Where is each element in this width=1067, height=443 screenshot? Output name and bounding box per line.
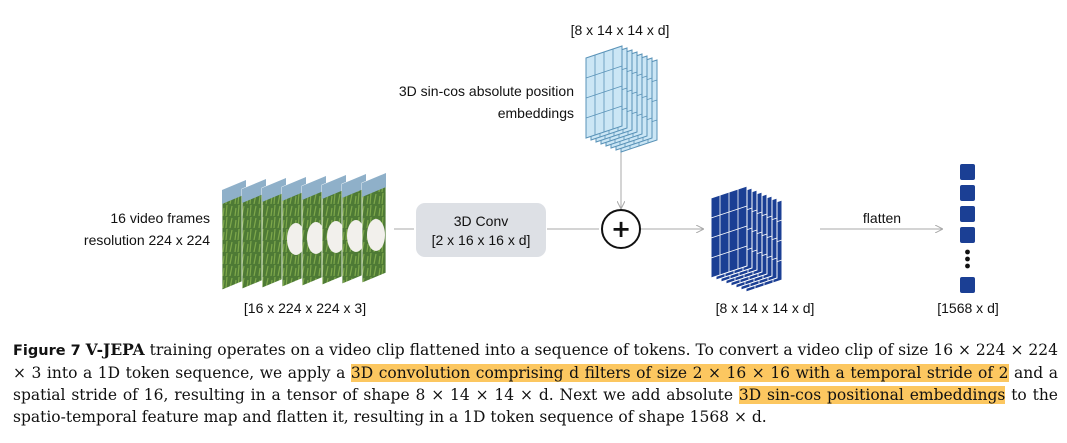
figure-label: Figure 7: [13, 343, 81, 359]
token-sequence: [960, 164, 975, 293]
token-shape-label: [1568 x d]: [937, 300, 999, 316]
conv3d-box: [416, 203, 546, 257]
pos-embed-label-line1: 3D sin-cos absolute position: [399, 83, 574, 99]
caption-text-1: training operates on a video clip flatte…: [13, 341, 1058, 382]
token: [960, 164, 975, 180]
token: [960, 185, 975, 201]
feature-shape-label: [8 x 14 x 14 x d]: [716, 300, 815, 316]
conv3d-title: 3D Conv: [454, 213, 508, 229]
caption-highlight-conv: 3D convolution comprising d filters of s…: [350, 364, 1009, 382]
frame-sky: [262, 178, 286, 202]
ellipsis-dot: [965, 249, 970, 255]
add-operator-symbol: +: [611, 215, 631, 243]
caption-text-3: to the spatio-temporal feature map and f…: [13, 386, 1058, 426]
ellipsis-dot: [965, 263, 970, 269]
pos-embed-label-line2: embeddings: [498, 105, 574, 121]
token: [960, 206, 975, 222]
pos-embed-shape-label: [8 x 14 x 14 x d]: [571, 22, 670, 38]
frame-dog: [347, 220, 365, 252]
frame-sky: [222, 180, 246, 204]
caption-highlight-embeddings: 3D sin-cos positional embeddings: [738, 386, 1006, 404]
figure-caption: Figure 7 V-JEPA training operates on a v…: [13, 339, 1058, 428]
token: [960, 277, 975, 293]
frame-dog: [287, 223, 305, 255]
frame-sky: [242, 179, 266, 203]
frame-dog: [367, 219, 385, 251]
input-label-line1: 16 video frames: [110, 210, 210, 226]
caption-text-2: and a spatial stride of 16, resulting in…: [13, 364, 1058, 404]
input-label-line2: resolution 224 x 224: [84, 232, 210, 248]
model-name: V-JEPA: [85, 340, 145, 359]
grid-line: [585, 105, 623, 119]
feature-map-stack: [710, 185, 783, 293]
ellipsis-dot: [965, 256, 970, 262]
add-operator-circle: [601, 209, 641, 249]
frame-sky: [342, 174, 366, 198]
flatten-label: flatten: [863, 210, 901, 226]
frame-dog: [307, 222, 325, 254]
conv3d-params: [2 x 16 x 16 x d]: [432, 232, 531, 248]
position-embeddings-stack: [585, 45, 658, 153]
input-shape-label: [16 x 224 x 224 x 3]: [244, 300, 366, 316]
frame-sky: [282, 177, 306, 201]
frame-dog: [327, 221, 345, 253]
frame-sky: [322, 175, 346, 199]
grid-line: [710, 245, 748, 259]
token: [960, 227, 975, 243]
video-frames-stack: [221, 172, 387, 291]
frame-sky: [362, 173, 386, 197]
frame-sky: [302, 176, 326, 200]
